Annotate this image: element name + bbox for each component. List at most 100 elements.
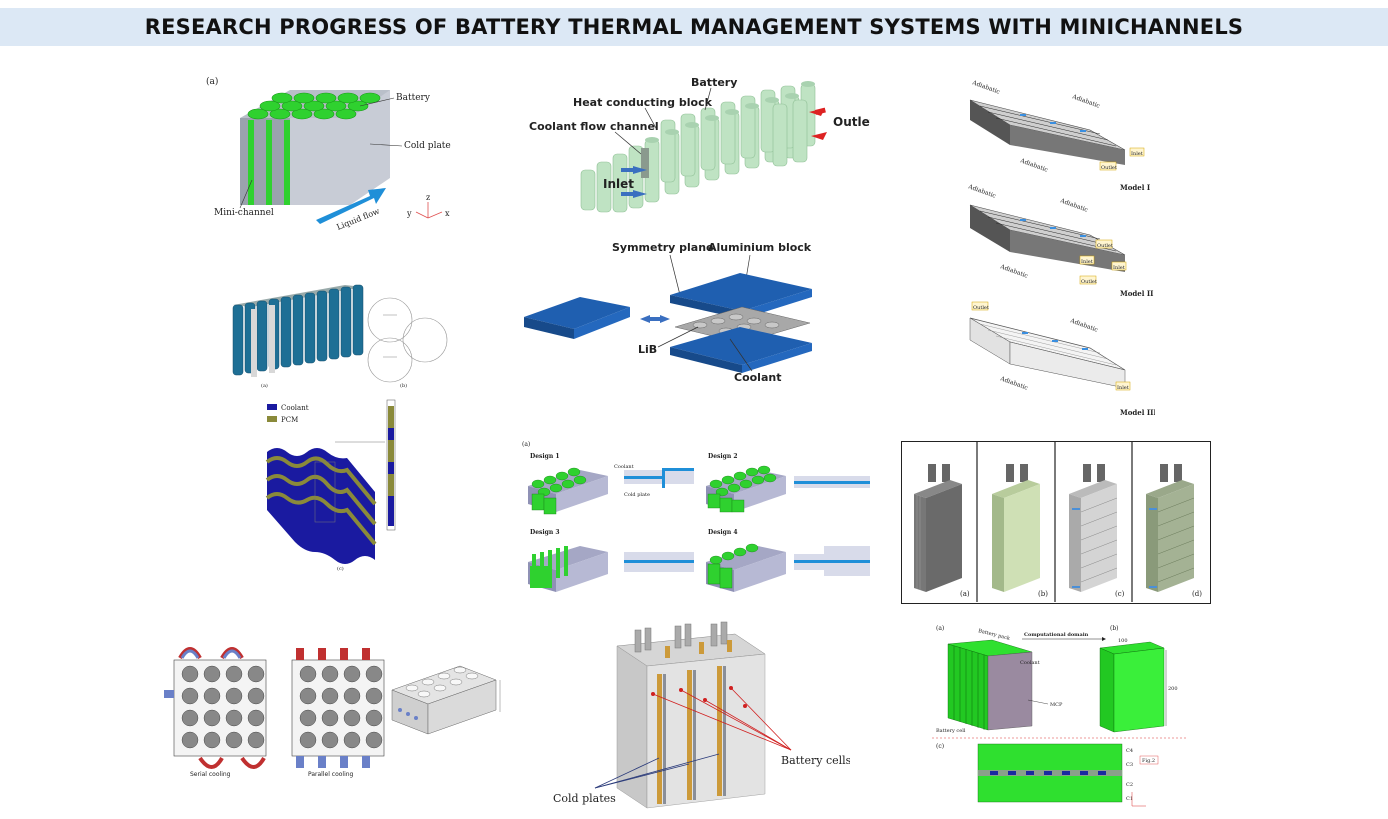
fig11-dim-200: 200 xyxy=(1168,686,1178,692)
fig5-lib-label: LiB xyxy=(638,343,657,356)
figure-cylindrical-module-schematic: (a) (b) xyxy=(225,275,450,390)
c4-label: C4 xyxy=(1126,748,1133,754)
model2-adiabatic: Adiabatic xyxy=(1058,197,1089,214)
fig11-coolant: Coolant xyxy=(1020,660,1040,666)
minichannel-dots xyxy=(990,771,1106,775)
figure-models-adiabatic: Inlet Outlet Adiabatic Adiabatic Adiabat… xyxy=(950,70,1155,420)
axis-y-label: y xyxy=(406,209,412,218)
model3-adiabatic: Adiabatic xyxy=(998,375,1029,392)
model3-caption: Model III xyxy=(1120,408,1155,417)
module-3d xyxy=(391,665,501,735)
model1-adiabatic: Adiabatic xyxy=(1018,157,1049,174)
parallel-label: Parallel cooling xyxy=(308,771,354,778)
parallel-cooling-schematic: Parallel cooling xyxy=(291,648,385,778)
outlet-arrow xyxy=(811,132,827,140)
serial-label: Serial cooling xyxy=(190,771,231,778)
figure-prismatic-cold-plates: Battery cells Cold plates xyxy=(545,618,850,813)
fig1-cold-plate-label: Cold plate xyxy=(404,141,451,151)
fig11-sub-b: (b) xyxy=(1110,625,1119,632)
fig5-symmetry-label: Symmetry plane xyxy=(612,241,714,254)
figure-pouch-cells: (a) (b) (c) (d) xyxy=(901,441,1211,604)
fig2-inlet-label: Inlet xyxy=(603,177,634,191)
cold-plate-face xyxy=(290,90,390,205)
fig11-sub-c: (c) xyxy=(936,743,944,750)
model-2: Outlet Inlet Inlet Outlet Adiabatic Adia… xyxy=(966,183,1153,298)
model2-inlet: Inlet xyxy=(1113,265,1125,271)
inlet-arrow xyxy=(633,190,647,198)
figure-cold-plate-designs: (a) Design 1 Coolant Cold plate Design 2 xyxy=(520,436,875,598)
model3-outlet: Outlet xyxy=(973,305,989,311)
c3-label: C3 xyxy=(1126,762,1133,768)
svg-text:Cold plate: Cold plate xyxy=(624,492,650,498)
figure-serial-parallel-cooling: Serial cooling Parallel cooling xyxy=(160,630,520,780)
pouch-cell-c: (c) xyxy=(1069,464,1125,598)
fig10-battery-cells-label: Battery cells xyxy=(781,754,850,767)
model1-adiabatic: Adiabatic xyxy=(1070,93,1101,110)
fig7-tag: (a) xyxy=(522,441,530,448)
heat-conducting-block xyxy=(641,148,649,178)
model3-inlet: Inlet xyxy=(1117,385,1129,391)
svg-text:Design 2: Design 2 xyxy=(708,453,738,460)
pouch-cell-d: (d) xyxy=(1146,464,1202,598)
fig2-outlet-label: Outlet xyxy=(833,115,870,129)
fig6-coolant-label: Coolant xyxy=(281,404,309,412)
minichannel-stripe xyxy=(266,120,272,205)
model2-caption: Model II xyxy=(1120,289,1153,298)
fig2-heat-block-label: Heat conducting block xyxy=(573,96,713,109)
axis-z-label: z xyxy=(426,193,430,202)
model1-outlet: Outlet xyxy=(1101,165,1117,171)
figure-mcp-computational-domain: (a) (b) Battery pack Computational domai… xyxy=(932,620,1187,810)
fig11-sub-a: (a) xyxy=(936,625,944,632)
pcm-legend-swatch xyxy=(267,416,277,422)
model-1: Inlet Outlet Adiabatic Adiabatic Adiabat… xyxy=(969,79,1150,192)
page-title: RESEARCH PROGRESS OF BATTERY THERMAL MAN… xyxy=(144,15,1244,39)
fig6-pcm-label: PCM xyxy=(281,416,298,424)
c2-label: C2 xyxy=(1126,782,1133,788)
figure-aluminium-block: Symmetry plane Aluminium block LiB Coola… xyxy=(520,235,825,385)
wavy-plate xyxy=(265,448,377,564)
pouch-cell-b: (b) xyxy=(992,464,1048,598)
fig2-coolant-channel-label: Coolant flow channel xyxy=(529,120,659,133)
cold-plate-strips xyxy=(657,640,732,804)
minichannel-stripe xyxy=(248,120,254,205)
fig1-minichannel-label: Mini-channel xyxy=(214,208,274,218)
svg-text:(c): (c) xyxy=(1115,590,1125,598)
design-4: Design 4 xyxy=(706,529,870,592)
svg-text:Design 4: Design 4 xyxy=(708,529,738,536)
svg-text:Design 3: Design 3 xyxy=(530,529,560,536)
cylinder-caps xyxy=(645,81,815,143)
separator-plate xyxy=(251,309,257,377)
fig4-sub-b: (b) xyxy=(400,382,407,389)
model1-adiabatic: Adiabatic xyxy=(970,79,1001,96)
minichannel-stripe xyxy=(284,120,290,205)
fig11-battery-cell: Battery cell xyxy=(936,728,966,734)
svg-text:Coolant: Coolant xyxy=(614,464,634,470)
cross-section-schematic xyxy=(367,297,448,383)
fig-ref-label: Fig.2 xyxy=(1142,758,1155,764)
liquid-flow-arrow xyxy=(316,188,386,224)
figure-wavy-pcm-plate: Coolant PCM (c) xyxy=(255,392,415,574)
battery-cells-leaders xyxy=(652,687,792,751)
model2-outlet: Outlet xyxy=(1097,243,1113,249)
aluminium-top-plate xyxy=(670,273,812,311)
mcp-plate xyxy=(987,651,1033,731)
fig10-cold-plates-label: Cold plates xyxy=(553,792,616,805)
aluminium-bottom-plate xyxy=(670,327,812,365)
svg-text:(d): (d) xyxy=(1192,590,1202,598)
fig5-coolant-label: Coolant xyxy=(734,371,781,384)
model3-adiabatic: Adiabatic xyxy=(1068,317,1099,334)
fig11-dim-100: 100 xyxy=(1118,638,1128,644)
separator-plate xyxy=(269,305,275,373)
domain-front xyxy=(1113,647,1165,733)
model-3: Outlet Inlet Adiabatic Adiabatic Model I… xyxy=(969,301,1155,417)
coolant-legend-swatch xyxy=(267,404,277,410)
model1-inlet: Inlet xyxy=(1131,151,1143,157)
title-bar: RESEARCH PROGRESS OF BATTERY THERMAL MAN… xyxy=(0,8,1388,46)
model2-adiabatic: Adiabatic xyxy=(998,263,1029,280)
fig2-battery-label: Battery xyxy=(691,76,737,89)
model1-caption: Model I xyxy=(1120,183,1150,192)
fig4-sub-a: (a) xyxy=(261,382,268,389)
figure-cold-plate-minichannel: (a) Battery Cold plate Mini-channel Liqu… xyxy=(200,70,470,235)
svg-text:(a): (a) xyxy=(960,590,970,598)
axis-x-label: x xyxy=(445,209,450,218)
